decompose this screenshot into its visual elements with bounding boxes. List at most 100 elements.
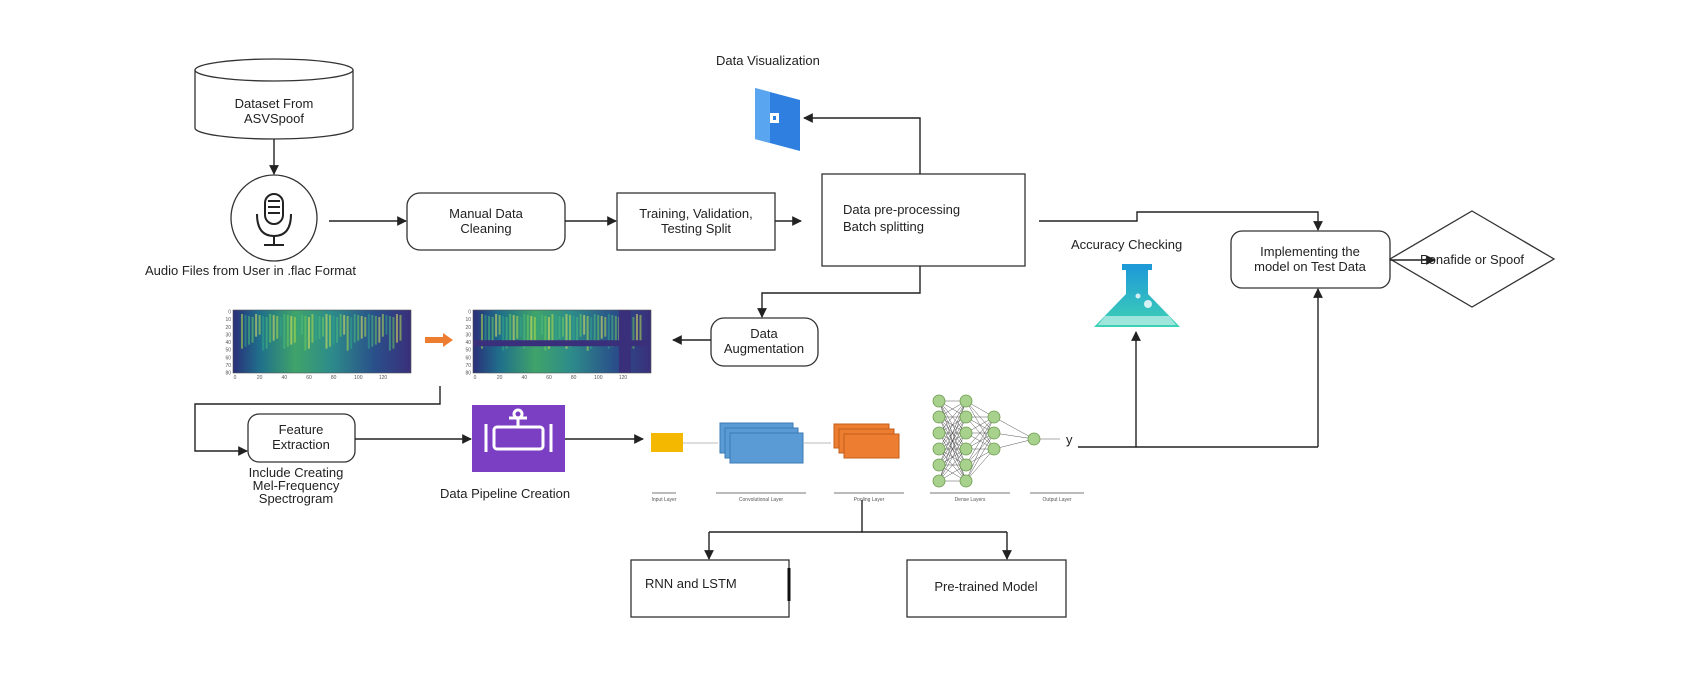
nn-edge — [993, 416, 1035, 440]
spectrogram-band — [346, 316, 349, 351]
spectrogram-band — [381, 314, 384, 337]
spectrogram-band — [371, 315, 374, 347]
spectrogram-ytick: 50 — [465, 348, 471, 354]
spectrogram-band — [325, 314, 328, 349]
manual-cleaning-line1: Manual Data — [449, 206, 523, 221]
pretrained-node: Pre-trained Model — [906, 559, 1067, 618]
nn-edge — [965, 416, 995, 450]
nn-neuron — [959, 442, 973, 456]
spectrogram-ytick: 80 — [465, 371, 471, 377]
nn-neuron — [987, 442, 1001, 456]
spectrogram-band — [360, 316, 363, 339]
spectrogram-xtick: 20 — [257, 375, 263, 381]
spectrogram-xtick: 40 — [282, 375, 288, 381]
spectrogram-band — [343, 315, 346, 335]
split-line2: Testing Split — [661, 221, 731, 236]
spectrogram-band — [353, 314, 356, 343]
augmentation-line2: Augmentation — [724, 341, 804, 356]
spectrogram-band — [385, 315, 388, 335]
freq-mask — [473, 340, 651, 347]
audio-caption: Audio Files from User in .flac Format — [145, 263, 356, 278]
nn-edge — [993, 438, 1035, 450]
nn-neuron — [987, 410, 1001, 424]
cnn-layer-label: Dense Layers — [955, 497, 986, 503]
nn-neuron — [959, 410, 973, 424]
spectrogram-ytick: 60 — [465, 355, 471, 361]
spectrogram-band — [498, 315, 501, 335]
spectrogram-band — [554, 315, 557, 341]
spectrogram-band — [248, 316, 251, 345]
mel-caption-line2: Mel-Frequency — [253, 478, 340, 493]
visualization-label: Data Visualization — [716, 53, 820, 68]
spectrogram-band — [583, 315, 586, 335]
spectrogram-ytick: 30 — [225, 332, 231, 338]
spectrogram-band — [586, 316, 589, 351]
accuracy-label: Accuracy Checking — [1071, 237, 1182, 252]
feature-extraction-node: Feature Extraction — [247, 413, 356, 463]
spectrogram-band — [399, 315, 402, 341]
spectrogram-band — [607, 314, 610, 349]
rnn-node: RNN and LSTM — [630, 559, 791, 618]
cnn-layer-label: Convolutional Layer — [739, 497, 784, 503]
spectrogram-ytick: 10 — [465, 317, 471, 323]
nn-edge — [938, 448, 967, 482]
nn-edge — [965, 416, 995, 466]
spectrogram-ytick: 50 — [225, 348, 231, 354]
spectrogram-band — [283, 314, 286, 349]
microphone-icon — [256, 193, 292, 246]
spectrogram-band — [495, 314, 498, 337]
spectrogram-band — [392, 317, 395, 349]
input-layer-block — [651, 433, 683, 452]
spectrogram-band — [614, 316, 617, 345]
cnn-layer-label: Pooling Layer — [854, 497, 885, 503]
spectrogram-band — [286, 315, 289, 347]
spectrogram-xtick: 120 — [379, 375, 388, 381]
spectrogram-band — [597, 315, 600, 341]
spectrogram-xtick: 60 — [546, 375, 552, 381]
dense-layers-network — [932, 394, 1060, 488]
implement-line2: model on Test Data — [1254, 259, 1367, 274]
dataset-node: Dataset From ASVSpoof — [194, 58, 354, 140]
feature-extraction-line1: Feature — [279, 422, 324, 437]
spectrogram-band — [322, 317, 324, 337]
spectrogram-band — [244, 315, 247, 347]
spectrogram-band — [279, 317, 282, 337]
nn-edge — [965, 432, 995, 482]
spectrogram-ytick: 70 — [465, 363, 471, 369]
mel-caption-line3: Spectrogram — [259, 491, 333, 506]
spectrogram-band — [491, 317, 494, 343]
cnn-layer-label: Input Layer — [651, 497, 676, 503]
nn-edge — [938, 432, 967, 482]
preprocessing-line1: Data pre-processing — [843, 202, 960, 217]
spectrogram-xtick: 60 — [306, 375, 312, 381]
spectrogram-band — [300, 315, 303, 335]
spectrogram-band — [276, 316, 279, 339]
spectrogram-xtick: 100 — [594, 375, 603, 381]
spectrogram-xtick: 80 — [331, 375, 337, 381]
cnn-layer-label: Output Layer — [1043, 497, 1072, 503]
spectrogram-xtick: 120 — [619, 375, 628, 381]
decision-label: Bonafide or Spoof — [1420, 252, 1524, 267]
spectrogram-band — [350, 317, 353, 349]
nn-neuron — [959, 394, 973, 408]
spectrogram-band — [562, 317, 564, 337]
spectrogram-band — [526, 315, 529, 347]
manual-cleaning-node: Manual Data Cleaning — [406, 192, 566, 251]
augmentation-node: Data Augmentation — [710, 317, 819, 367]
spectrogram-band — [332, 316, 335, 345]
nn-neuron — [959, 474, 973, 488]
spectrogram-band — [290, 316, 293, 345]
spectrogram-band — [519, 317, 522, 337]
spectrogram-ytick: 30 — [465, 332, 471, 338]
spectrogram-band — [484, 315, 487, 347]
edges — [194, 113, 1436, 560]
nn-edge — [965, 416, 995, 482]
preprocessing-line2: Batch splitting — [843, 219, 924, 234]
spectrogram-ytick: 70 — [225, 363, 231, 369]
nn-neuron — [932, 426, 946, 440]
spectrogram-band — [502, 316, 505, 351]
spectrogram-band — [374, 316, 377, 345]
manual-cleaning-line2: Cleaning — [460, 221, 511, 236]
spectrogram-band — [488, 316, 491, 345]
